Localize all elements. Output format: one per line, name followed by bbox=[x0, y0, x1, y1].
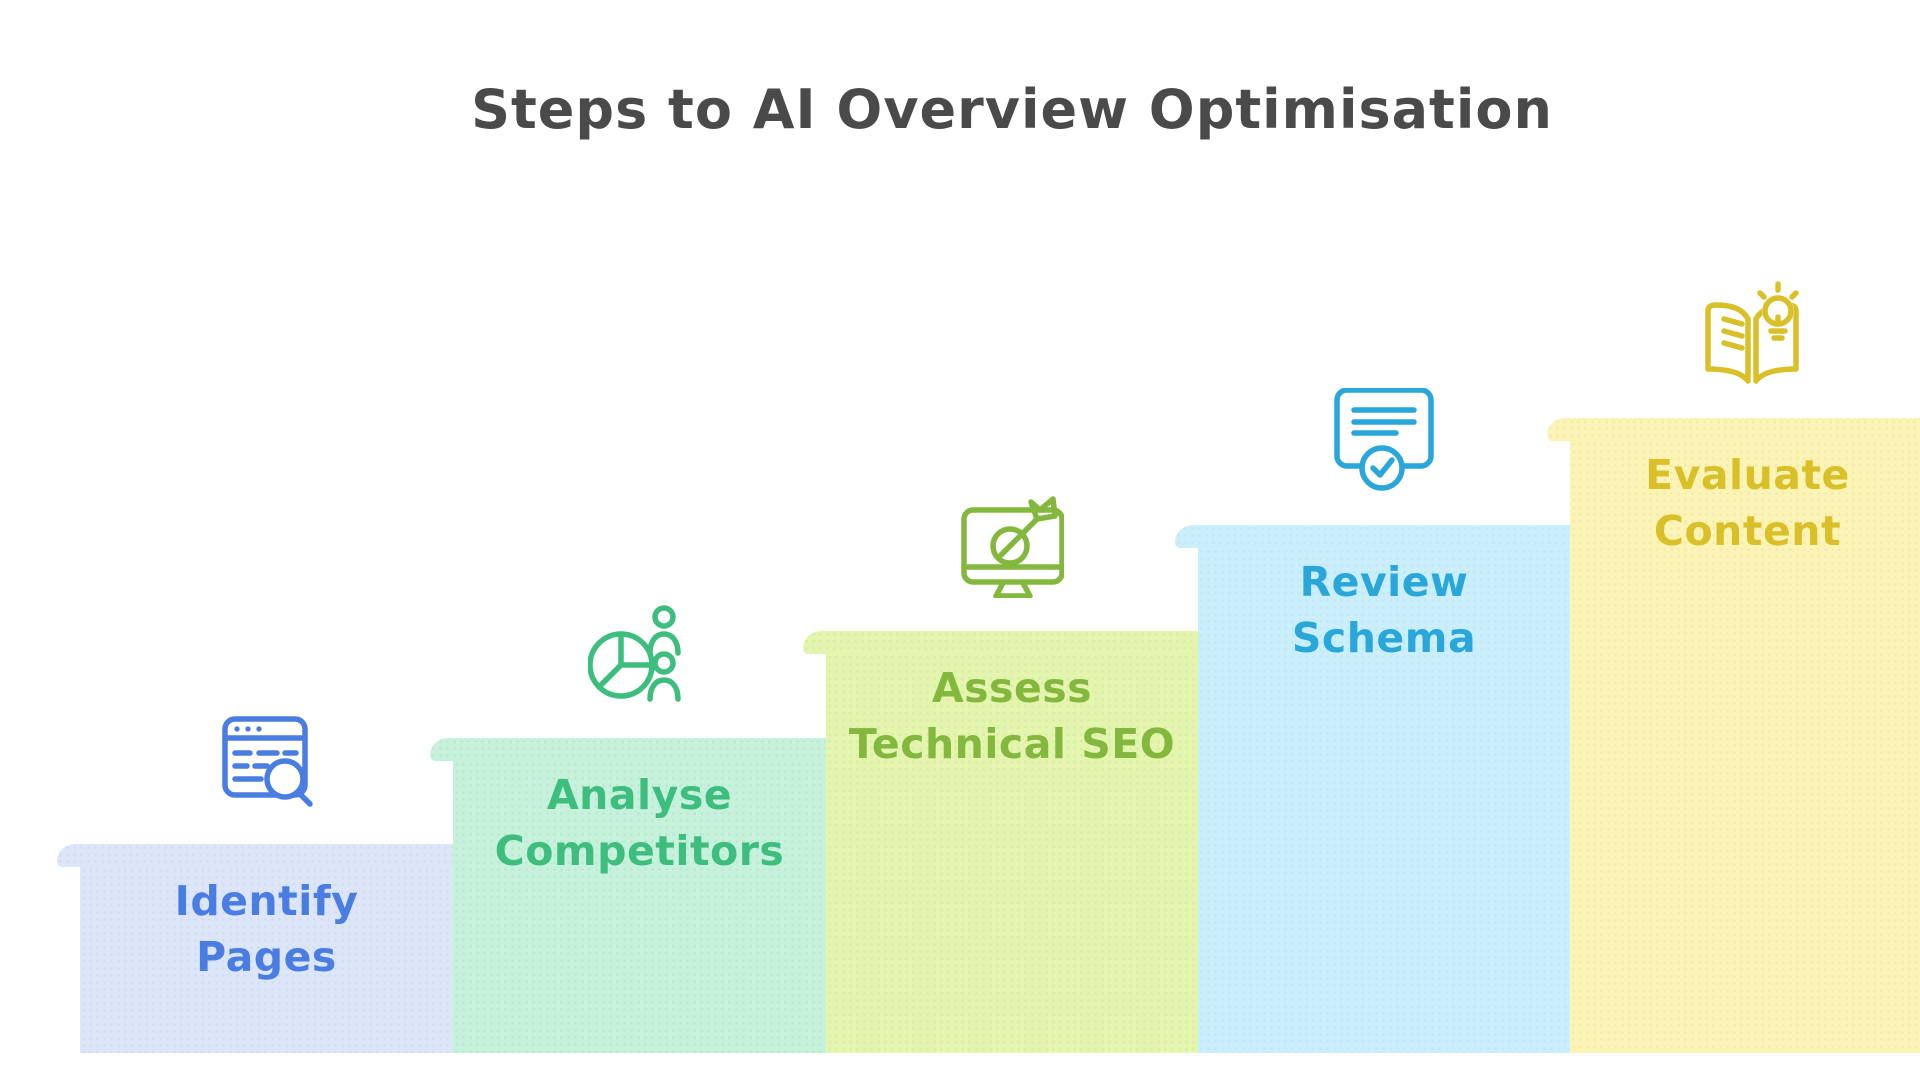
step-label-line: Assess bbox=[931, 664, 1093, 712]
step-body: Analyse Competitors bbox=[453, 761, 826, 1053]
step-cap bbox=[430, 738, 826, 761]
step-label-line: Pages bbox=[196, 933, 337, 981]
step-label: Evaluate Content bbox=[1645, 447, 1850, 559]
step-body: Review Schema bbox=[1198, 548, 1570, 1053]
step-label-line: Evaluate bbox=[1645, 451, 1850, 499]
step-review-schema: Review Schema bbox=[1175, 388, 1570, 1053]
step-label-line: Analyse bbox=[546, 771, 733, 819]
monitor-target-icon bbox=[826, 494, 1198, 598]
step-evaluate-content: Evaluate Content bbox=[1547, 281, 1920, 1053]
step-label-line: Identify bbox=[174, 877, 359, 925]
step-label-line: Technical SEO bbox=[848, 720, 1176, 768]
step-body: Identify Pages bbox=[80, 867, 453, 1053]
step-identify-pages: Identify Pages bbox=[57, 716, 453, 1053]
page-title: Steps to AI Overview Optimisation bbox=[471, 78, 1553, 141]
document-check-icon bbox=[1198, 388, 1570, 492]
browser-search-icon bbox=[80, 707, 453, 811]
step-label-line: Content bbox=[1653, 507, 1842, 555]
step-cap bbox=[1175, 525, 1570, 548]
step-label: Identify Pages bbox=[175, 873, 359, 985]
step-label: Assess Technical SEO bbox=[849, 660, 1175, 772]
step-label: Analyse Competitors bbox=[495, 767, 785, 879]
step-analyse-competitors: Analyse Competitors bbox=[430, 605, 826, 1053]
step-label-line: Competitors bbox=[494, 827, 785, 875]
step-cap bbox=[803, 631, 1198, 654]
step-body: Assess Technical SEO bbox=[826, 654, 1198, 1053]
step-cap bbox=[1547, 418, 1920, 441]
step-cap bbox=[57, 844, 453, 867]
step-label: Review Schema bbox=[1292, 554, 1476, 666]
step-label-line: Review bbox=[1299, 558, 1469, 606]
book-lightbulb-icon bbox=[1570, 281, 1920, 385]
step-label-line: Schema bbox=[1291, 614, 1477, 662]
step-body: Evaluate Content bbox=[1570, 441, 1920, 1053]
pie-users-icon bbox=[453, 601, 826, 705]
step-assess-technical-seo: Assess Technical SEO bbox=[803, 496, 1198, 1053]
